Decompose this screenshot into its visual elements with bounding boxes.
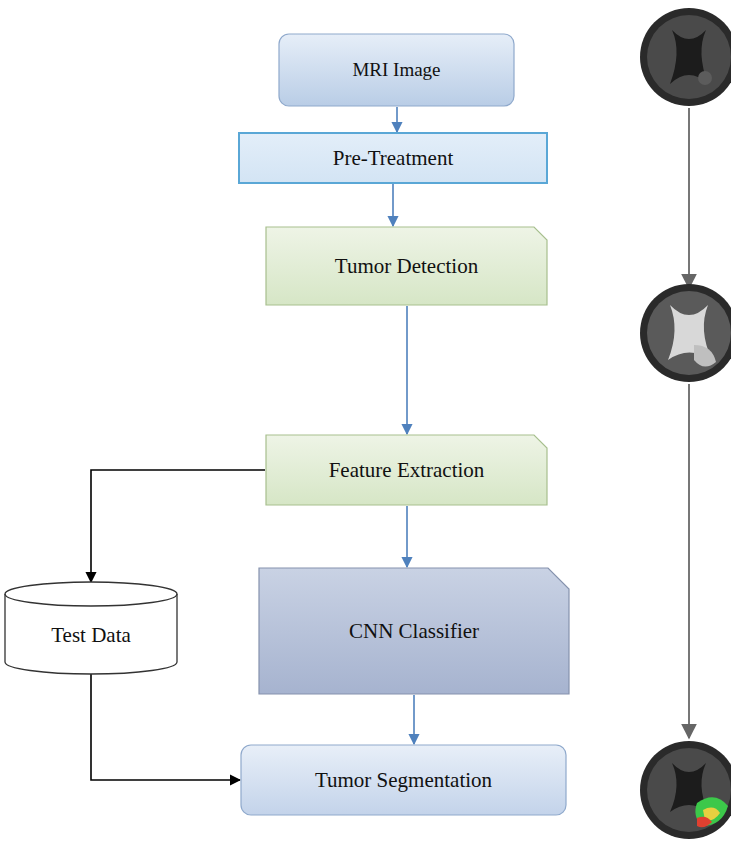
process-box: Tumor Detection <box>265 226 548 306</box>
node-label: Test Data <box>51 623 131 648</box>
node-label: CNN Classifier <box>349 619 479 644</box>
output-box: Tumor Segmentation <box>240 744 567 816</box>
node-label: Tumor Detection <box>335 254 478 279</box>
node-label: Tumor Segmentation <box>315 768 492 793</box>
data-store: Test Data <box>4 582 178 674</box>
flow-arrow <box>406 306 408 434</box>
node-label: MRI Image <box>352 59 440 81</box>
process-box: Feature Extraction <box>265 434 548 506</box>
brain-scan <box>640 284 731 382</box>
brain-scan <box>640 8 731 106</box>
node-label: Feature Extraction <box>329 458 485 483</box>
flow-arrow <box>406 506 408 567</box>
brain-scan <box>640 741 731 839</box>
flow-arrow <box>91 470 265 582</box>
classifier-box: CNN Classifier <box>258 567 570 695</box>
flow-line <box>688 384 690 738</box>
flow-arrow <box>396 107 398 132</box>
node-label: Pre-Treatment <box>333 146 454 171</box>
flow-arrow <box>413 695 415 744</box>
input-box: MRI Image <box>278 33 515 107</box>
process-box: Pre-Treatment <box>238 132 548 184</box>
flow-arrow <box>392 184 394 226</box>
flow-arrow <box>91 674 240 780</box>
flow-line <box>688 108 690 288</box>
